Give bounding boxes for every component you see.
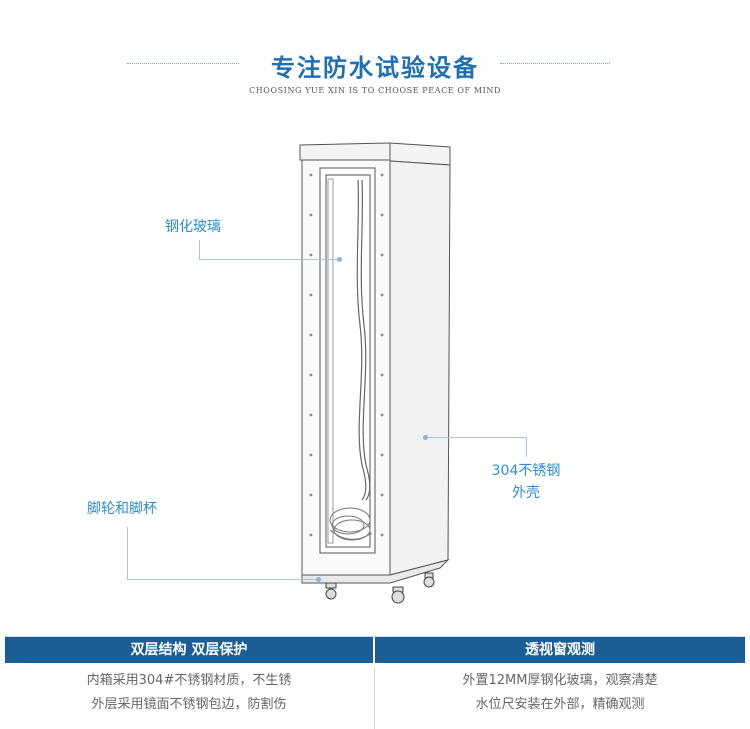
callout-glass-dot	[337, 257, 342, 262]
table-cell-divider	[374, 667, 375, 729]
cabinet-illustration	[299, 142, 451, 604]
feature-table: 双层结构 双层保护 透视窗观测 内箱采用304#不锈钢材质，不生锈 外层采用镜面…	[5, 636, 745, 729]
callout-casters-leader	[127, 579, 317, 580]
table-cell-line: 水位尺安装在外部，精确观测	[475, 697, 645, 712]
callout-casters-dot	[316, 577, 321, 582]
table-header-window: 透视窗观测	[375, 637, 745, 663]
table-cell-window: 外置12MM厚钢化玻璃，观察清楚 水位尺安装在外部，精确观测	[375, 669, 745, 717]
caster-wheel-icon	[325, 572, 435, 604]
table-cell-line: 外置12MM厚钢化玻璃，观察清楚	[462, 673, 658, 688]
page-title: 专注防水试验设备	[271, 54, 479, 82]
callout-casters-label: 脚轮和脚杯	[87, 501, 157, 517]
callout-shell-dot	[423, 435, 428, 440]
callout-glass-leader	[199, 240, 200, 259]
table-header-structure: 双层结构 双层保护	[5, 637, 373, 663]
table-cell-line: 外层采用镜面不锈钢包边，防割伤	[91, 697, 287, 712]
table-cell-structure: 内箱采用304#不锈钢材质，不生锈 外层采用镜面不锈钢包边，防割伤	[5, 669, 373, 717]
callout-shell-leader	[526, 437, 527, 457]
callout-shell-leader	[428, 437, 526, 438]
page-subtitle: CHOOSING YUE XIN IS TO CHOOSE PEACE OF M…	[248, 86, 501, 95]
callout-glass-label: 钢化玻璃	[165, 219, 221, 235]
callout-shell-label-line1: 304不锈钢	[491, 463, 561, 479]
chain-icon	[356, 179, 371, 501]
callout-shell-label-line2: 外壳	[512, 485, 540, 501]
header-divider-left	[127, 63, 239, 64]
callout-casters-leader	[127, 527, 128, 579]
table-cell-line: 内箱采用304#不锈钢材质，不生锈	[86, 673, 292, 688]
callout-glass-leader	[199, 259, 339, 260]
header-divider-right	[500, 63, 610, 64]
